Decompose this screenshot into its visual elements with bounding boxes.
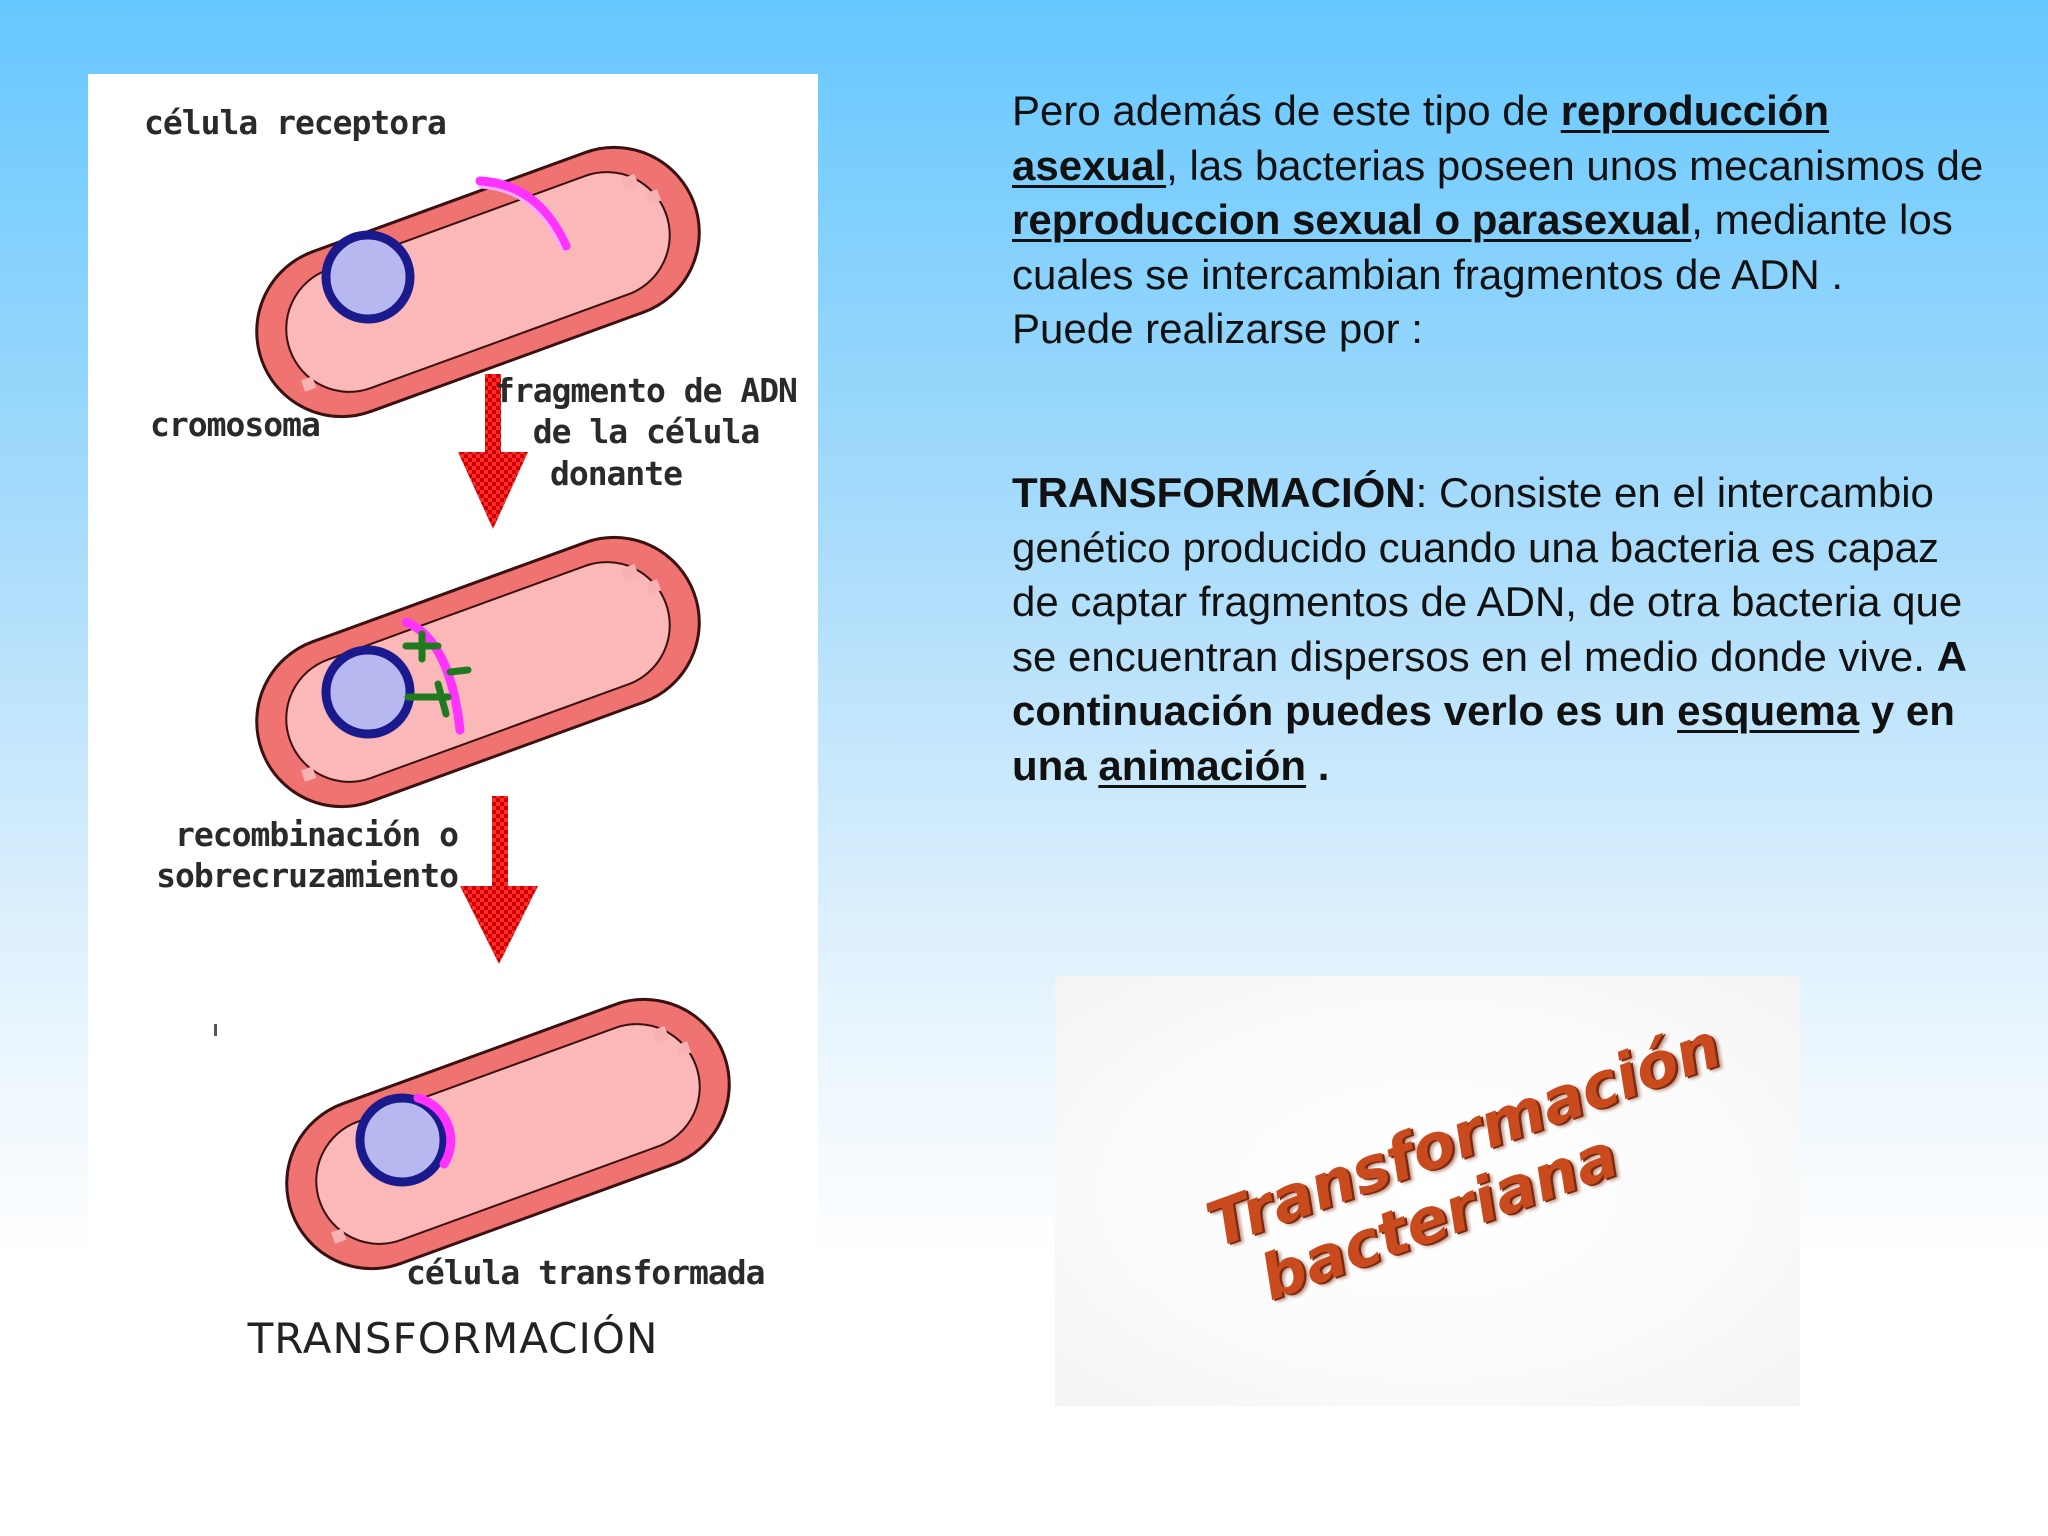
label-receptor-cell: célula receptora <box>144 103 447 142</box>
label-recombination: recombinación o sobrecruzamiento <box>128 814 459 897</box>
crossover-links <box>402 630 472 718</box>
recombining-cell <box>255 535 701 809</box>
dna-fragment-1 <box>475 176 571 251</box>
link-animation[interactable]: animación <box>1098 741 1307 789</box>
intro-paragraph: Pero además de este tipo de reproducción… <box>1012 87 1984 298</box>
receptor-cell <box>255 145 701 419</box>
label-transformed-cell: célula transformada <box>406 1253 765 1292</box>
tick-mark <box>214 1024 217 1036</box>
label-fragment-line3: donante <box>549 453 683 493</box>
diagram-caption: TRANSFORMACIÓN <box>247 1314 659 1363</box>
animation-thumbnail[interactable]: Transformación bacteriana <box>1055 976 1800 1406</box>
link-asexual-reproduction[interactable]: reproducción asexual <box>1012 87 1830 189</box>
label-fragment-line1: fragmento de ADN <box>495 371 798 410</box>
transformation-diagram: célula receptora cromosoma fragmento de … <box>88 74 818 1394</box>
methods-intro: Puede realizarse por : <box>1012 305 1423 353</box>
label-recomb-line1: recombinación o <box>174 815 459 854</box>
label-recomb-line2: sobrecruzamiento <box>156 856 459 896</box>
transformed-cell <box>285 997 731 1271</box>
link-scheme[interactable]: esquema <box>1677 687 1860 735</box>
chromosome-3 <box>355 1093 456 1187</box>
diagram-drawing <box>214 145 731 1271</box>
link-sexual-reproduction[interactable]: reproduccion sexual o parasexual <box>1012 196 1692 244</box>
label-chromosome: cromosoma <box>150 405 321 444</box>
label-fragment-line2: de la célula <box>532 412 760 452</box>
transformation-term: TRANSFORMACIÓN <box>1012 468 1416 516</box>
arrow-down-1 <box>458 374 528 529</box>
arrow-down-2 <box>460 796 538 964</box>
description-text: Pero además de este tipo de reproducción… <box>1012 84 1992 794</box>
transformation-paragraph: TRANSFORMACIÓN: Consiste en el intercamb… <box>1012 468 1966 789</box>
chromosome-1 <box>321 230 415 324</box>
label-dna-fragment: fragmento de ADN de la célula donante <box>486 370 806 494</box>
dna-fragment-2 <box>401 617 465 735</box>
chromosome-2 <box>321 645 415 739</box>
